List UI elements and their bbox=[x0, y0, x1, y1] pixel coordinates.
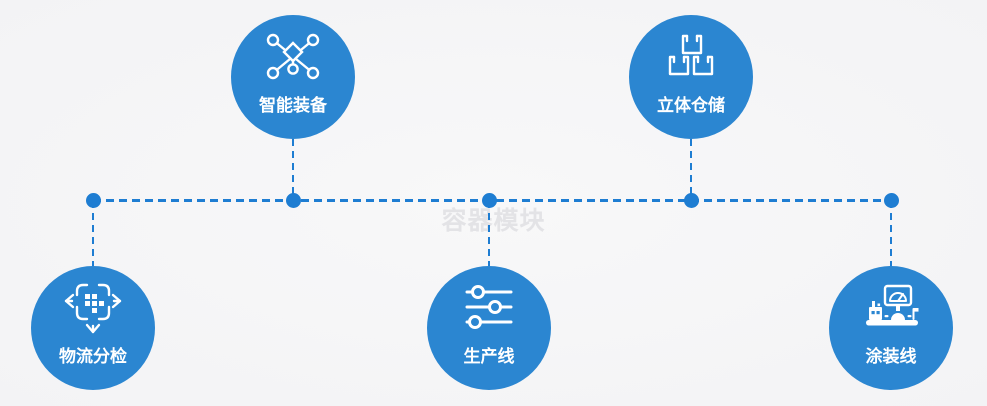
junction-dot bbox=[85, 193, 101, 208]
node-painting-line: 涂装线 bbox=[829, 266, 953, 390]
node-label: 涂装线 bbox=[865, 347, 917, 366]
network-nodes-icon bbox=[265, 29, 321, 83]
node-smart-equipment: 智能装备 bbox=[231, 15, 355, 139]
node-label: 物流分检 bbox=[59, 347, 127, 366]
sorting-arrows-icon bbox=[64, 280, 122, 334]
connector-smart-equipment bbox=[291, 139, 295, 200]
connector-stereo-warehouse bbox=[689, 139, 693, 200]
node-production-line: 生产线 bbox=[427, 266, 551, 390]
connector-logistics-sorting bbox=[91, 201, 95, 266]
node-stereo-warehouse: 立体仓储 bbox=[629, 15, 753, 139]
stacked-boxes-icon bbox=[665, 29, 717, 83]
node-label: 立体仓储 bbox=[657, 96, 725, 115]
junction-dot bbox=[285, 193, 301, 208]
junction-dot bbox=[481, 193, 497, 208]
control-console-icon bbox=[860, 280, 922, 334]
connector-production-line bbox=[487, 201, 491, 266]
sliders-icon bbox=[464, 280, 514, 334]
watermark: 容器模块 bbox=[441, 207, 546, 235]
junction-dot bbox=[683, 193, 699, 208]
node-label: 生产线 bbox=[463, 347, 515, 366]
junction-dot bbox=[883, 193, 899, 208]
node-label: 智能装备 bbox=[259, 96, 327, 115]
node-logistics-sorting: 物流分检 bbox=[31, 266, 155, 390]
connector-painting-line bbox=[889, 201, 893, 266]
